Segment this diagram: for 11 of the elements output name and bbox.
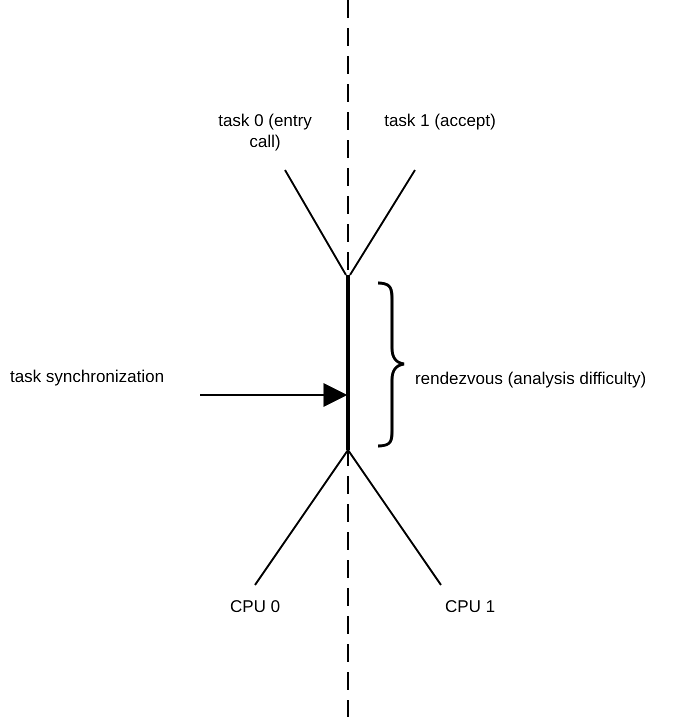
connector-line [284, 170, 347, 276]
cpu-label: CPU 1 [430, 596, 510, 617]
cpu-label: CPU 0 [215, 596, 295, 617]
task-label: task 1 (accept) [380, 110, 500, 131]
annotation-text: task synchronization [10, 366, 200, 387]
connector-line [349, 169, 416, 276]
annotation-text: rendezvous (analysis difficulty) [415, 368, 665, 389]
task-label: task 0 (entry call) [205, 110, 325, 152]
connector-line [347, 449, 442, 586]
connector-line [254, 449, 349, 586]
arrow [200, 383, 348, 407]
